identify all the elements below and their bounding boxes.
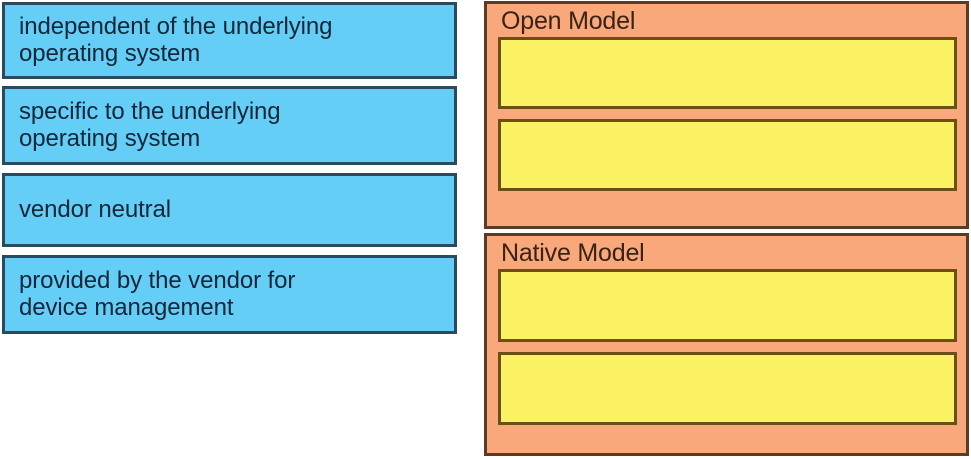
drop-slot[interactable] bbox=[498, 119, 957, 191]
drop-slot[interactable] bbox=[498, 269, 957, 342]
answer-options-list: independent of the underlying operating … bbox=[2, 2, 461, 348]
drop-group-title: Open Model bbox=[501, 7, 636, 35]
drop-group-open-model[interactable]: Open Model bbox=[484, 1, 969, 229]
answer-option-provided-by-vendor[interactable]: provided by the vendor for device manage… bbox=[2, 255, 457, 334]
drop-target-area: Open Model Native Model bbox=[484, 1, 970, 458]
answer-option-label: provided by the vendor for device manage… bbox=[19, 266, 296, 321]
answer-option-label: independent of the underlying operating … bbox=[19, 12, 333, 67]
answer-option-specific-to-os[interactable]: specific to the underlying operating sys… bbox=[2, 86, 457, 165]
drop-slot[interactable] bbox=[498, 352, 957, 425]
answer-option-label: specific to the underlying operating sys… bbox=[19, 97, 281, 152]
answer-option-label: vendor neutral bbox=[19, 195, 172, 223]
drop-group-title: Native Model bbox=[501, 239, 645, 267]
answer-option-vendor-neutral[interactable]: vendor neutral bbox=[2, 173, 457, 247]
answer-option-independent-of-os[interactable]: independent of the underlying operating … bbox=[2, 2, 457, 79]
drop-slot[interactable] bbox=[498, 37, 957, 109]
drop-group-native-model[interactable]: Native Model bbox=[484, 233, 969, 456]
